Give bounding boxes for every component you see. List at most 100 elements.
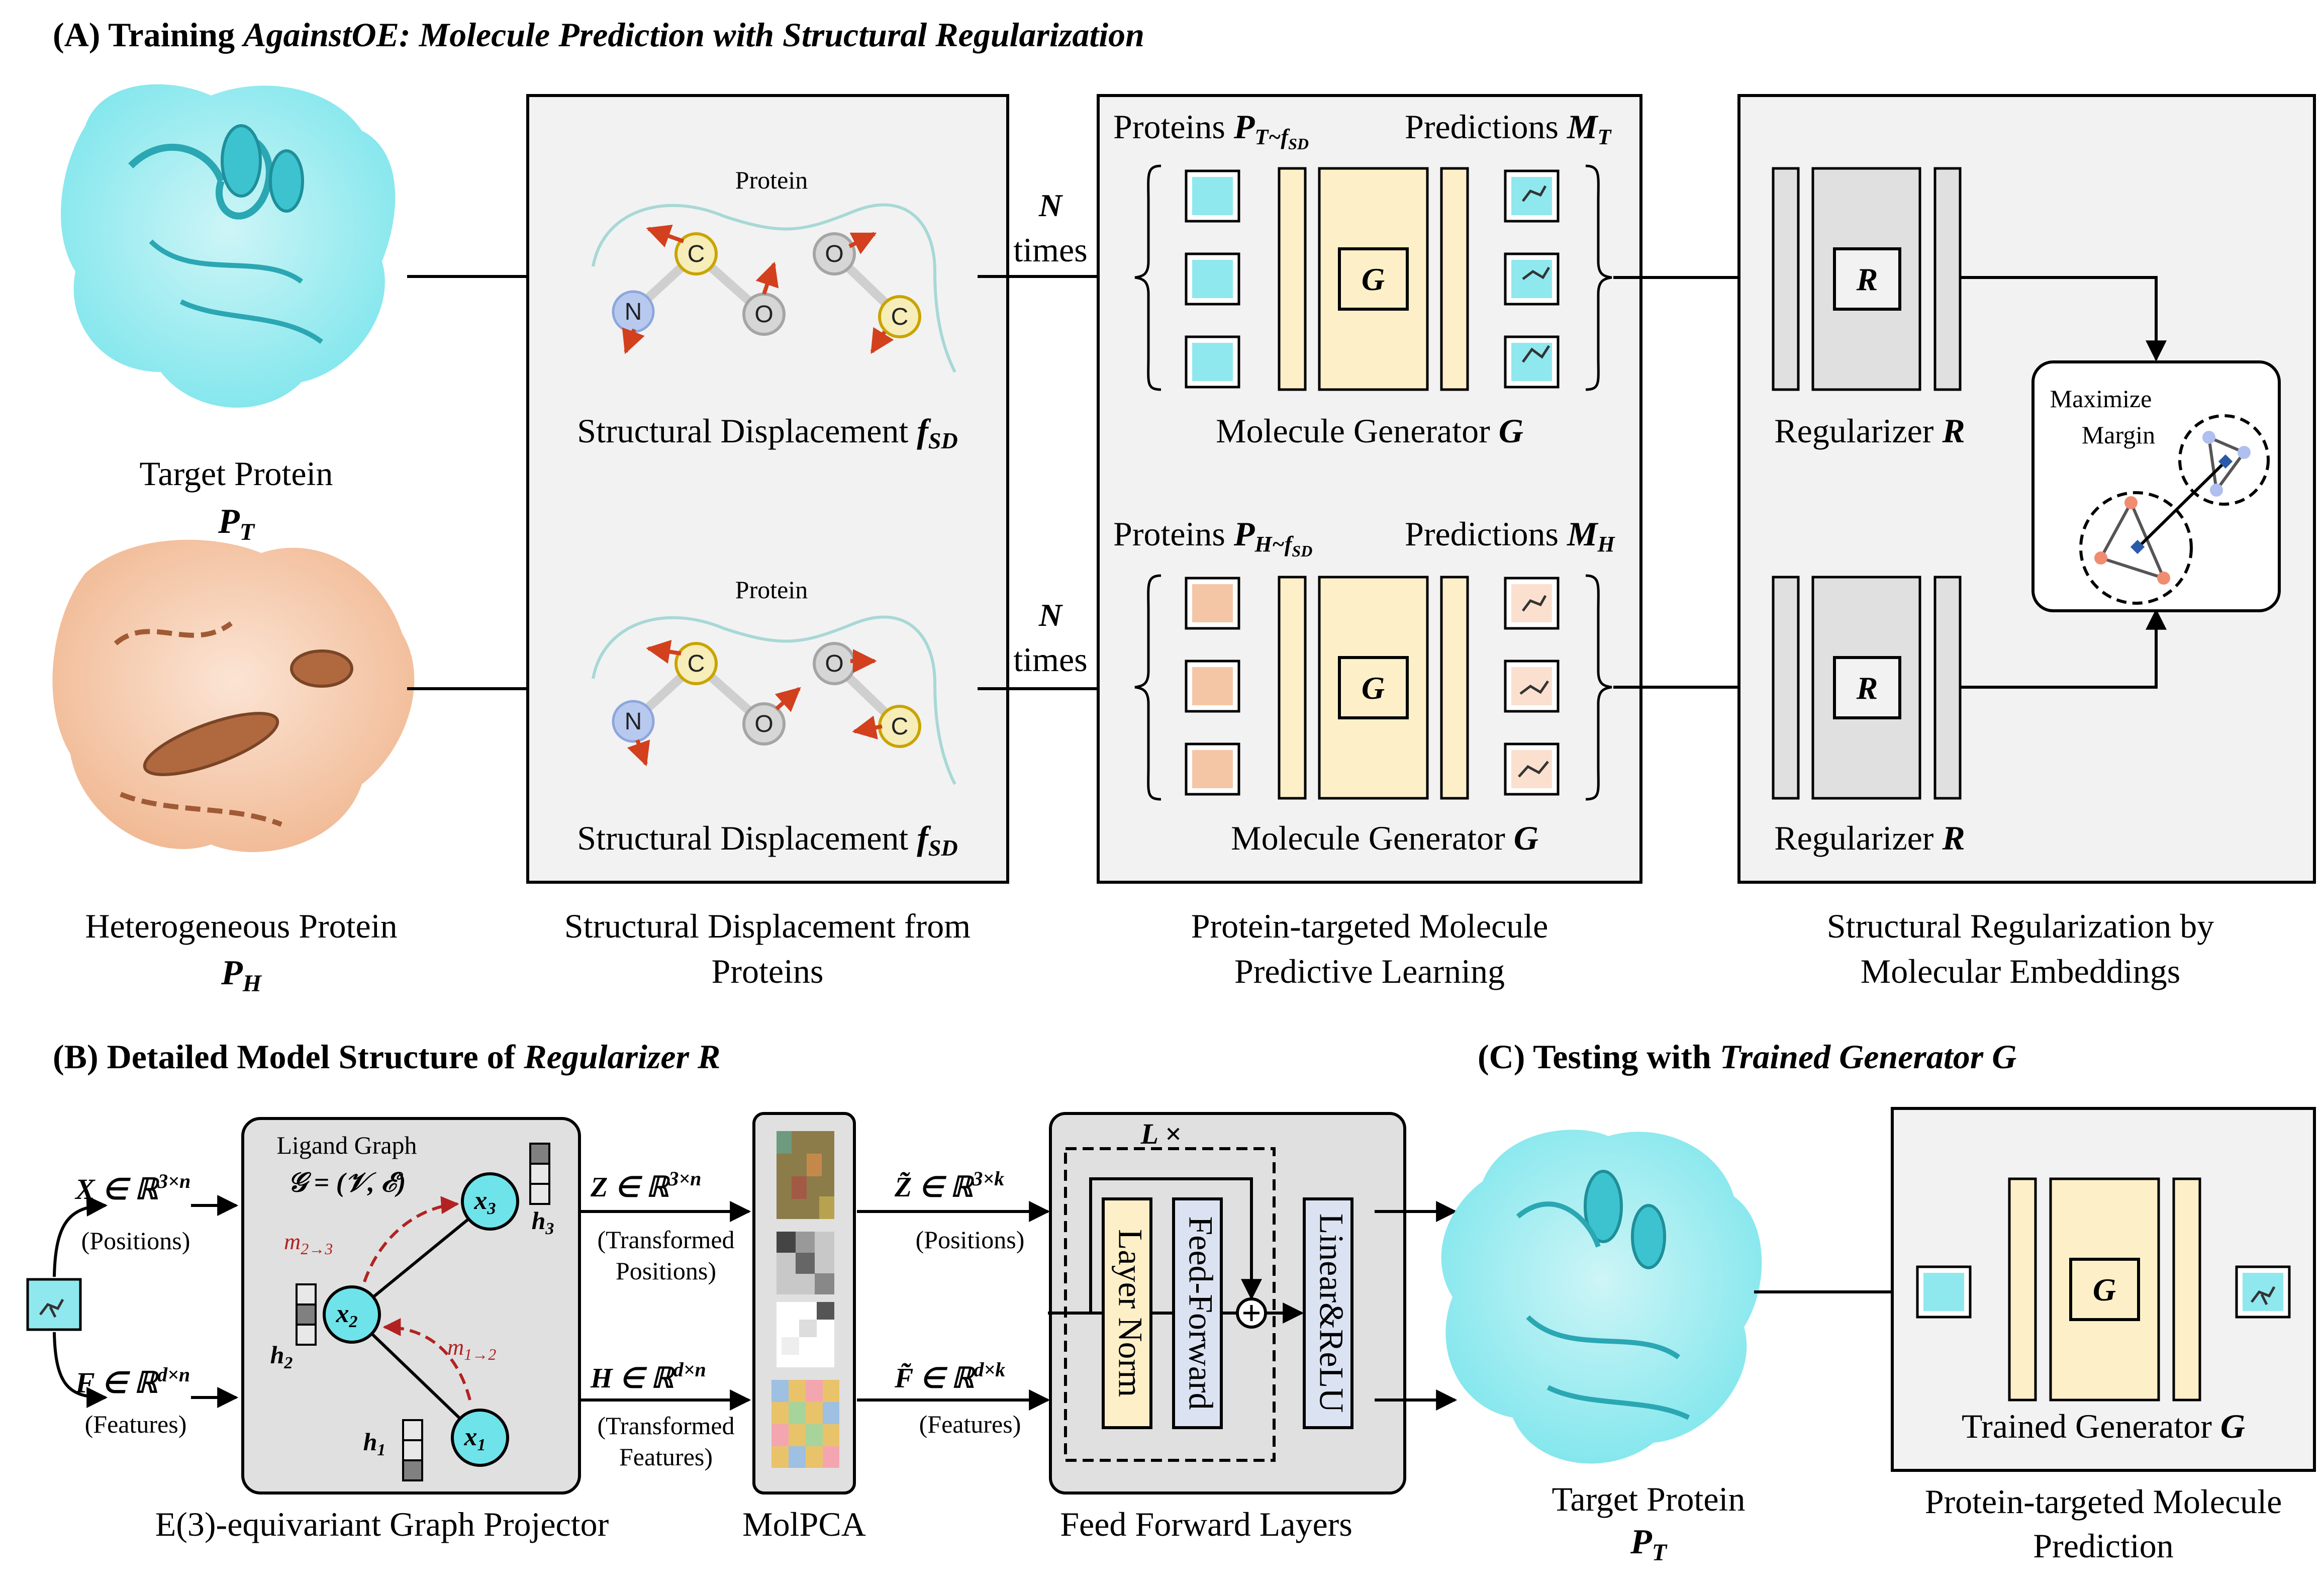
column-caption-generator-2: Predictive Learning [1234, 952, 1505, 990]
x-input-note: (Positions) [81, 1227, 190, 1255]
proteins-label-top: Proteins PT~fSD [1113, 108, 1309, 153]
displacement-caption-bottom: Structural Displacement fSD [577, 819, 957, 861]
generator-symbol-bottom: G [1362, 670, 1385, 706]
generator-caption-bottom: Molecule Generator G [1231, 819, 1538, 857]
hetero-protein-symbol: PH [221, 954, 262, 997]
n-times-symbol-top: N [1038, 188, 1063, 223]
margin-label-line2: Margin [2082, 421, 2155, 449]
layer-norm-label: Layer Norm [1111, 1229, 1149, 1397]
panel-c-title: (C) Testing with Trained Generator G [1478, 1038, 2016, 1076]
proteins-label-bottom: Proteins PH~fSD [1113, 515, 1312, 560]
h3-label: h3 [532, 1206, 554, 1238]
atom-c: C [891, 713, 909, 740]
ligand-input-icon [26, 1278, 82, 1331]
column-caption-regularizer-1: Structural Regularization by [1827, 907, 2214, 945]
atom-c: C [688, 650, 705, 677]
caption-molpca: MolPCA [742, 1505, 866, 1543]
maximize-margin-box [2031, 360, 2281, 612]
node-x1 [451, 1409, 509, 1467]
repeat-block [1064, 1147, 1276, 1462]
linear-relu-block [1303, 1197, 1353, 1429]
graph-title: Ligand Graph [276, 1131, 417, 1159]
h2-label: h2 [270, 1341, 293, 1372]
generator-top [1134, 164, 1612, 391]
molpca-matrices [771, 1131, 839, 1468]
feed-forward-block [1172, 1197, 1223, 1429]
residual-connection [1089, 1177, 1262, 1312]
feature-bars [296, 1143, 550, 1481]
node-x2 [323, 1285, 381, 1344]
target-protein-image [61, 84, 396, 408]
zt-output-note: (Positions) [916, 1226, 1025, 1254]
arrow-regularizer-bottom-to-margin [1960, 608, 2167, 689]
atom-n: N [625, 299, 642, 325]
z-output-note-1: (Transformed [597, 1226, 734, 1254]
atom-c: C [688, 241, 705, 267]
regularizer-symbol-bottom: R [1856, 670, 1878, 706]
trained-generator [1916, 1177, 2291, 1402]
graph-equation: 𝒢 = (𝒱, ℰ) [287, 1167, 406, 1197]
displacement-caption-top: Structural Displacement fSD [577, 412, 957, 453]
generator-bottom [1134, 574, 1612, 801]
generator-caption-top: Molecule Generator G [1216, 412, 1523, 450]
target-protein-label: Target Protein [140, 454, 333, 493]
z-output-note-2: Positions) [616, 1257, 716, 1285]
column-caption-generator-1: Protein-targeted Molecule [1191, 907, 1548, 945]
arrow-ligand-to-positions [53, 1195, 108, 1277]
column-caption-displacement-1: Structural Displacement from [564, 907, 971, 945]
arrow-regularizer-top-to-margin [1960, 276, 2167, 362]
displacement-panel [526, 94, 1009, 884]
message-m23: m2→3 [284, 1229, 333, 1258]
n-times-symbol-bottom: N [1038, 597, 1063, 633]
node-x3 [461, 1172, 519, 1231]
message-m12: m1→2 [447, 1334, 496, 1363]
displacement-diagram-top: Protein N C O O C [592, 166, 956, 373]
f-input-note: (Features) [85, 1410, 187, 1438]
ft-output-label: F̃ ∈ ℝd×k [894, 1358, 1005, 1394]
predictions-label-bottom: Predictions MH [1405, 515, 1615, 556]
trained-generator-symbol: G [2093, 1272, 2116, 1308]
generator-symbol-top: G [1362, 261, 1385, 297]
protein-label-bottom: Protein [735, 576, 808, 604]
panel-b-title: (B) Detailed Model Structure of Regulari… [53, 1038, 720, 1076]
layers-label: L × [1140, 1117, 1182, 1150]
h1-label: h1 [363, 1428, 386, 1459]
z-output-label: Z ∈ ℝ3×n [590, 1167, 701, 1203]
regularizer-symbol-top: R [1856, 261, 1878, 297]
panel-c-caption-2: Prediction [2033, 1527, 2174, 1565]
margin-label-line1: Maximize [2050, 385, 2152, 413]
target-protein-label-c: Target Protein [1552, 1480, 1746, 1518]
f-input-label: F ∈ ℝd×n [75, 1363, 190, 1399]
predictions-label-top: Predictions MT [1405, 108, 1612, 149]
graph-edges [350, 1196, 491, 1439]
displacement-diagram-bottom: Protein N C O O C [592, 576, 956, 785]
node-x3-label: x3 [474, 1186, 496, 1218]
linear-relu-label: Linear&ReLU [1312, 1214, 1350, 1413]
caption-feed-forward: Feed Forward Layers [1060, 1505, 1352, 1543]
target-protein-image-c [1441, 1130, 1762, 1464]
h-output-note-2: Features) [619, 1443, 713, 1471]
atom-o: O [825, 650, 843, 677]
regularizer-bottom [1772, 576, 1962, 800]
layer-norm-block [1102, 1197, 1152, 1429]
n-times-label-bottom: times [1013, 640, 1087, 679]
regularizer-caption-top: Regularizer R [1774, 412, 1965, 450]
panel-a-title: (A) Training AgainstOE: Molecule Predict… [53, 16, 1144, 54]
arrow-ligand-to-features [53, 1332, 108, 1408]
x-input-label: X ∈ ℝ3×n [74, 1170, 190, 1205]
atom-o: O [754, 301, 773, 328]
zt-output-label: Z̃ ∈ ℝ3×k [894, 1167, 1004, 1203]
target-protein-symbol-c: PT [1630, 1523, 1668, 1566]
hetero-protein-label: Heterogeneous Protein [85, 907, 397, 945]
target-protein-symbol: PT [218, 502, 255, 545]
column-caption-displacement-2: Proteins [712, 952, 824, 990]
heterogeneous-protein-image [52, 539, 415, 852]
protein-label-top: Protein [735, 166, 808, 194]
atom-c: C [891, 304, 909, 330]
node-x1-label: x1 [464, 1423, 486, 1454]
h-output-label: H ∈ ℝd×n [590, 1358, 706, 1394]
regularizer-caption-bottom: Regularizer R [1774, 819, 1965, 857]
trained-generator-caption: Trained Generator G [1962, 1407, 2245, 1445]
column-caption-regularizer-2: Molecular Embeddings [1861, 952, 2180, 990]
